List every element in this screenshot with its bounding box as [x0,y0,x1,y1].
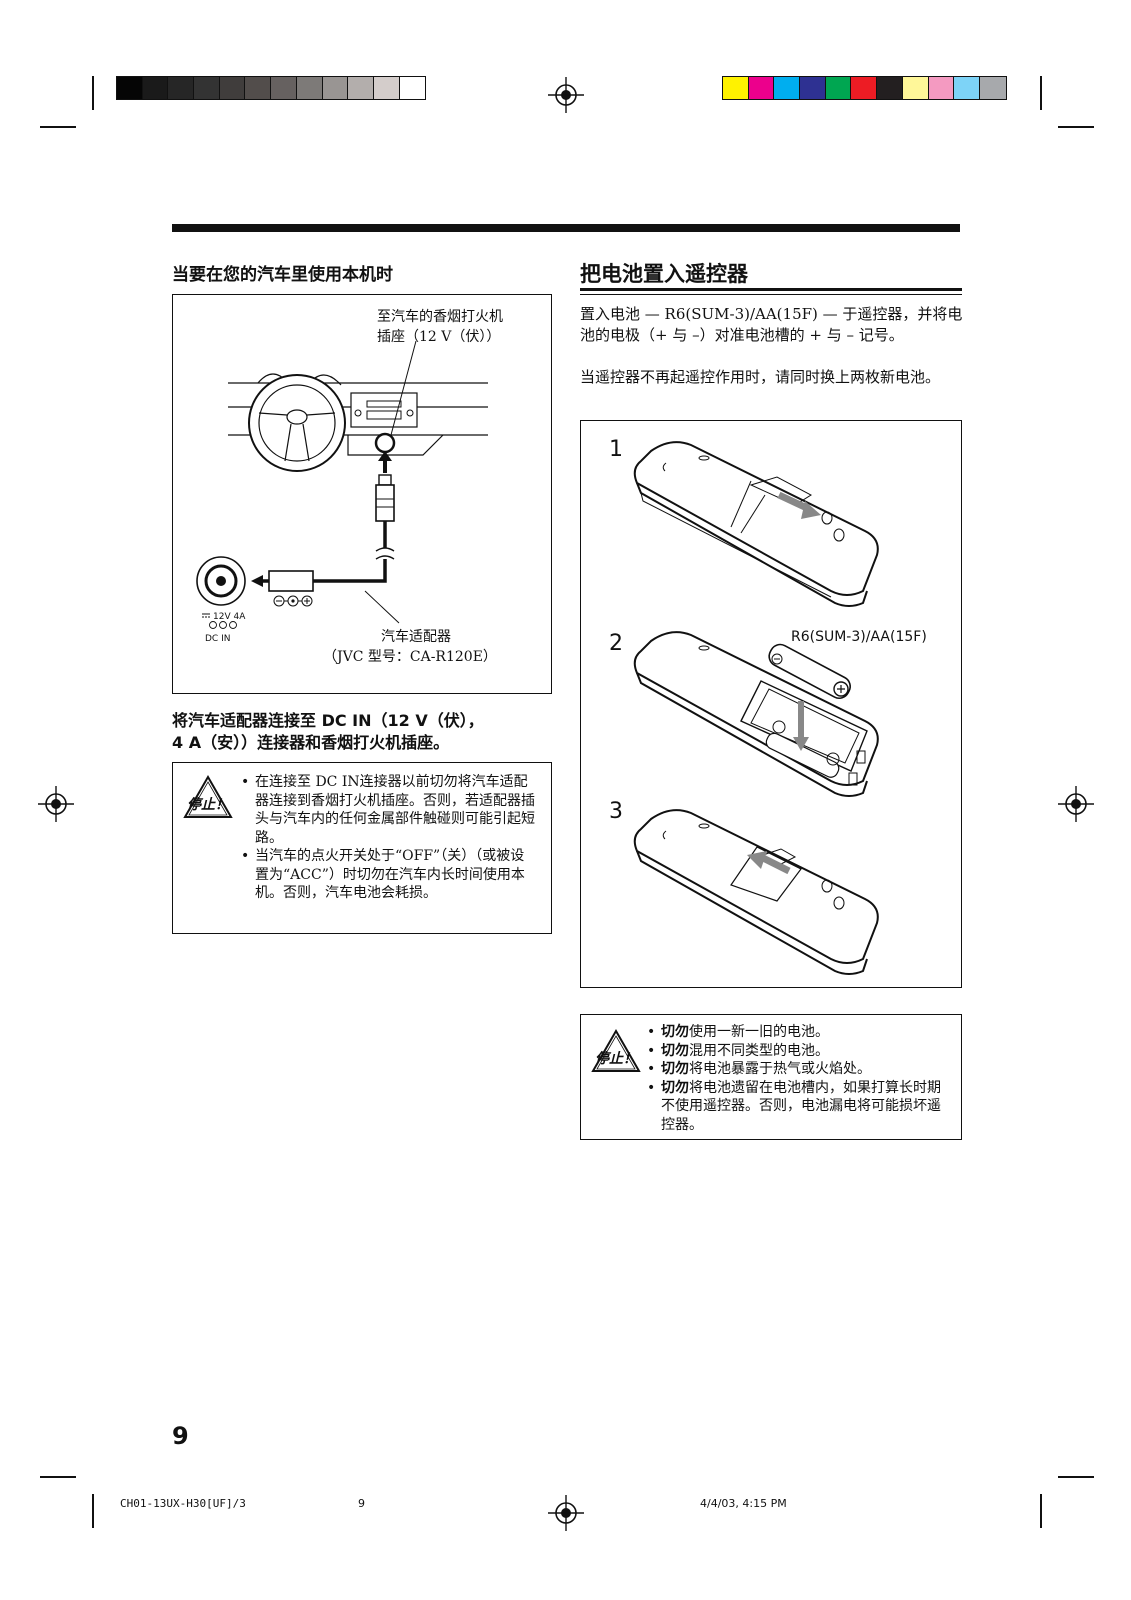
lighter-socket-label-line1: 至汽车的香烟打火机 [377,309,503,325]
registration-mark-icon [1058,786,1094,822]
page-number: 9 [172,1422,189,1450]
color-swatch [979,77,1006,99]
remote-battery-diagram: 1 2 3 R6(SUM-3)/AA(15F) [580,420,962,988]
stop-caution-icon: 停止！ [591,1029,641,1072]
crop-mark [92,76,94,110]
color-swatch [851,77,878,99]
color-swatch [774,77,801,99]
caution-item: 切勿混用不同类型的电池。 [647,1042,947,1061]
remote-control-illustration [633,441,879,975]
caution-emphasis: 切勿 [661,1042,689,1059]
registration-mark-icon [548,77,584,113]
header-band [172,224,960,232]
caution-item: 切勿将电池暴露于热气或火焰处。 [647,1060,947,1079]
car-adapter-caption-line1: 将汽车适配器连接至 DC IN（12 V（伏）， [172,711,484,730]
color-swatch [877,77,903,99]
registration-mark-icon [38,786,74,822]
grayscale-swatch [194,77,220,99]
caution-emphasis: 切勿 [661,1061,689,1077]
color-swatch [954,77,980,99]
crop-mark [1058,1476,1094,1478]
title-rule [580,288,962,291]
grayscale-swatch [245,77,272,99]
color-swatch [723,77,749,99]
grayscale-swatch [399,77,426,99]
color-swatch [748,77,775,99]
remote-step3 [633,809,879,975]
dc-in-label: DC IN [205,634,231,644]
crop-mark [1040,1494,1042,1528]
caution-text: 将电池暴露于热气或火焰处。 [689,1061,871,1077]
grayscale-swatch [271,77,297,99]
color-registration-bar [722,76,1007,100]
grayscale-swatch [219,77,246,99]
caution-emphasis: 切勿 [661,1024,689,1040]
title-rule-thin [580,294,962,295]
step-number-3: 3 [609,799,623,824]
stop-caution-icon-text: 停止！ [595,1050,637,1067]
crop-mark [1040,76,1042,110]
caution-list-car: 在连接至 DC IN连接器以前切勿将汽车适配器连接到香烟打火机插座。否则，若适配… [241,773,537,903]
registration-mark-icon [548,1495,584,1531]
grayscale-swatch [348,77,374,99]
step-number-1: 1 [609,437,623,462]
car-dashboard-illustration [196,340,488,629]
grayscale-swatch [373,77,400,99]
remote-step2 [633,631,879,797]
stop-caution-icon-text: 停止！ [187,796,229,813]
grayscale-swatch [296,77,323,99]
dc-in-rating-label: 12V 4A [213,612,246,622]
caution-text: 使用一新一旧的电池。 [689,1024,829,1040]
grayscale-swatch [168,77,195,99]
crop-mark [40,126,76,128]
lighter-socket-label-line2: 插座（12 V（伏）） [377,329,501,345]
crop-mark [40,1476,76,1478]
caution-box-battery: 停止！ 切勿使用一新一旧的电池。切勿混用不同类型的电池。切勿将电池暴露于热气或火… [580,1014,962,1140]
footer-file-code: CH01-13UX-H30[UF]/3 [120,1497,246,1510]
battery-replace-note: 当遥控器不再起遥控作用时，请同时换上两枚新电池。 [580,368,941,386]
remote-step1 [633,441,879,607]
color-swatch [825,77,852,99]
grayscale-swatch [322,77,349,99]
color-swatch [902,77,929,99]
grayscale-swatch [117,77,143,99]
crop-mark [92,1494,94,1528]
section-title-battery: 把电池置入遥控器 [580,262,748,286]
footer-date: 4/4/03, 4:15 PM [700,1497,787,1510]
color-swatch [928,77,955,99]
caution-text: 将电池遗留在电池槽内，如果打算长时期不使用遥控器。否则，电池漏电将可能损坏遥控器… [661,1079,941,1133]
car-adapter-model-label: （JVC 型号：CA-R120E） [323,649,497,665]
caution-text: 混用不同类型的电池。 [689,1042,829,1059]
grayscale-swatch [142,77,169,99]
caution-list-battery: 切勿使用一新一旧的电池。切勿混用不同类型的电池。切勿将电池暴露于热气或火焰处。切… [647,1023,947,1134]
battery-type-label: R6(SUM-3)/AA(15F) [791,629,927,645]
section-title-car-use: 当要在您的汽车里使用本机时 [172,265,393,285]
car-connection-diagram: 至汽车的香烟打火机 插座（12 V（伏）） 12V 4A DC IN 汽车适配器… [172,294,552,694]
crop-mark [1058,126,1094,128]
car-adapter-label: 汽车适配器 [381,629,451,645]
caution-box-car: 停止！ 在连接至 DC IN连接器以前切勿将汽车适配器连接到香烟打火机插座。否则… [172,762,552,934]
battery-instructions: 置入电池 — R6(SUM-3)/AA(15F) — 于遥控器，并将电池的电极（… [580,305,963,344]
caution-item: 切勿将电池遗留在电池槽内，如果打算长时期不使用遥控器。否则，电池漏电将可能损坏遥… [647,1079,947,1135]
caution-item: 在连接至 DC IN连接器以前切勿将汽车适配器连接到香烟打火机插座。否则，若适配… [241,773,537,847]
step-number-2: 2 [609,631,623,656]
caution-item: 切勿使用一新一旧的电池。 [647,1023,947,1042]
caution-emphasis: 切勿 [661,1079,689,1096]
color-swatch [800,77,826,99]
grayscale-registration-bar [116,76,427,100]
stop-caution-icon: 停止！ [183,775,233,818]
caution-item: 当汽车的点火开关处于“OFF”（关）（或被设置为“ACC”）时切勿在汽车内长时间… [241,847,537,903]
footer-page: 9 [358,1497,365,1510]
car-adapter-caption-line2: 4 A（安））连接器和香烟打火机插座。 [172,733,450,752]
